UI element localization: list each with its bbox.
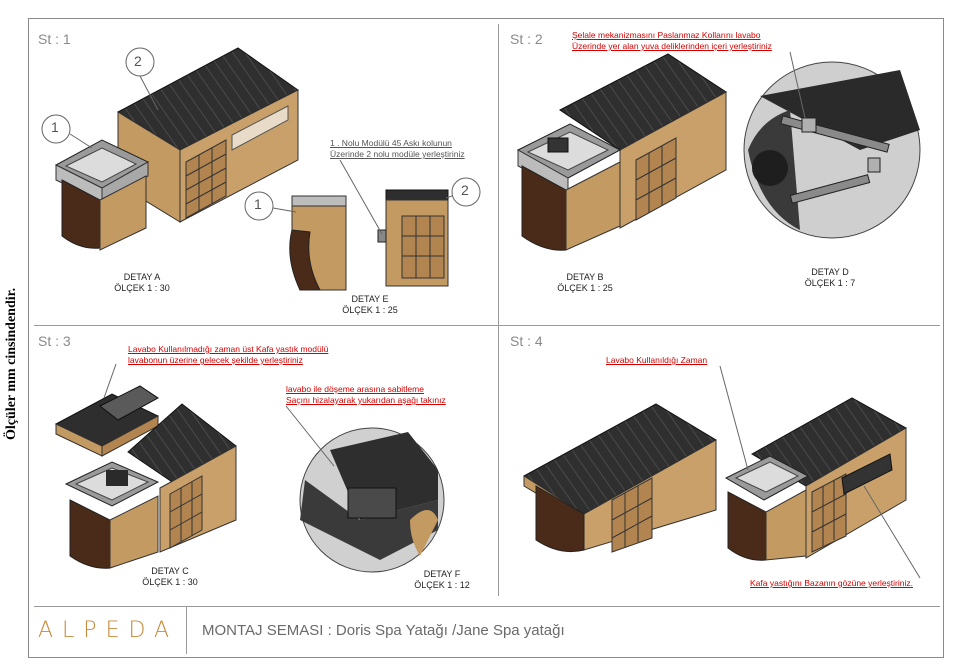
alpeda-logo: ALPEDA bbox=[38, 618, 179, 643]
balloon-1-detail-e-label: 1 bbox=[254, 196, 262, 212]
balloon-2-detail-e-label: 2 bbox=[461, 182, 469, 198]
st4-cushion-note: Kafa yastığını Bazanın gözüne yerleştiri… bbox=[750, 578, 914, 588]
logo-separator bbox=[186, 606, 187, 654]
balloon-1-st1 bbox=[41, 114, 71, 144]
horizontal-divider bbox=[34, 325, 940, 326]
step-4-label: St : 4 bbox=[510, 333, 543, 349]
step-3-label: St : 3 bbox=[38, 333, 71, 349]
st1-basin-module bbox=[54, 139, 150, 251]
balloon-2-st1-label: 2 bbox=[134, 53, 142, 69]
footer-divider bbox=[34, 606, 940, 607]
st1-bed-module bbox=[116, 47, 299, 223]
st1-detail-e bbox=[289, 159, 449, 291]
st2-assembly bbox=[516, 53, 727, 251]
st2-detail-d-circle bbox=[743, 61, 921, 239]
balloon-1-detail-e bbox=[244, 191, 274, 221]
st3-head-cushion-note: Lavabo Kullanılmadığı zaman üst Kafa yas… bbox=[128, 344, 329, 365]
balloon-1-st1-label: 1 bbox=[51, 119, 59, 135]
step-2-label: St : 2 bbox=[510, 31, 543, 47]
vertical-divider bbox=[498, 24, 499, 596]
st3-assembly bbox=[54, 385, 237, 569]
drawing-title: MONTAJ SEMASI : Doris Spa Yatağı /Jane S… bbox=[202, 622, 565, 639]
st4-basin-bed-module bbox=[724, 397, 908, 561]
st2-instruction-note: Şelale mekanizmasını Paslanmaz Kollarını… bbox=[572, 30, 772, 51]
step-1-label: St : 1 bbox=[38, 31, 71, 47]
st3-detail-f-circle bbox=[299, 427, 445, 573]
drawing-sheet bbox=[28, 18, 944, 658]
st4-basin-used-note: Lavabo Kullanıldığı Zaman bbox=[606, 355, 708, 365]
balloon-2-detail-e bbox=[451, 177, 481, 207]
st4-bed-module bbox=[523, 403, 717, 553]
